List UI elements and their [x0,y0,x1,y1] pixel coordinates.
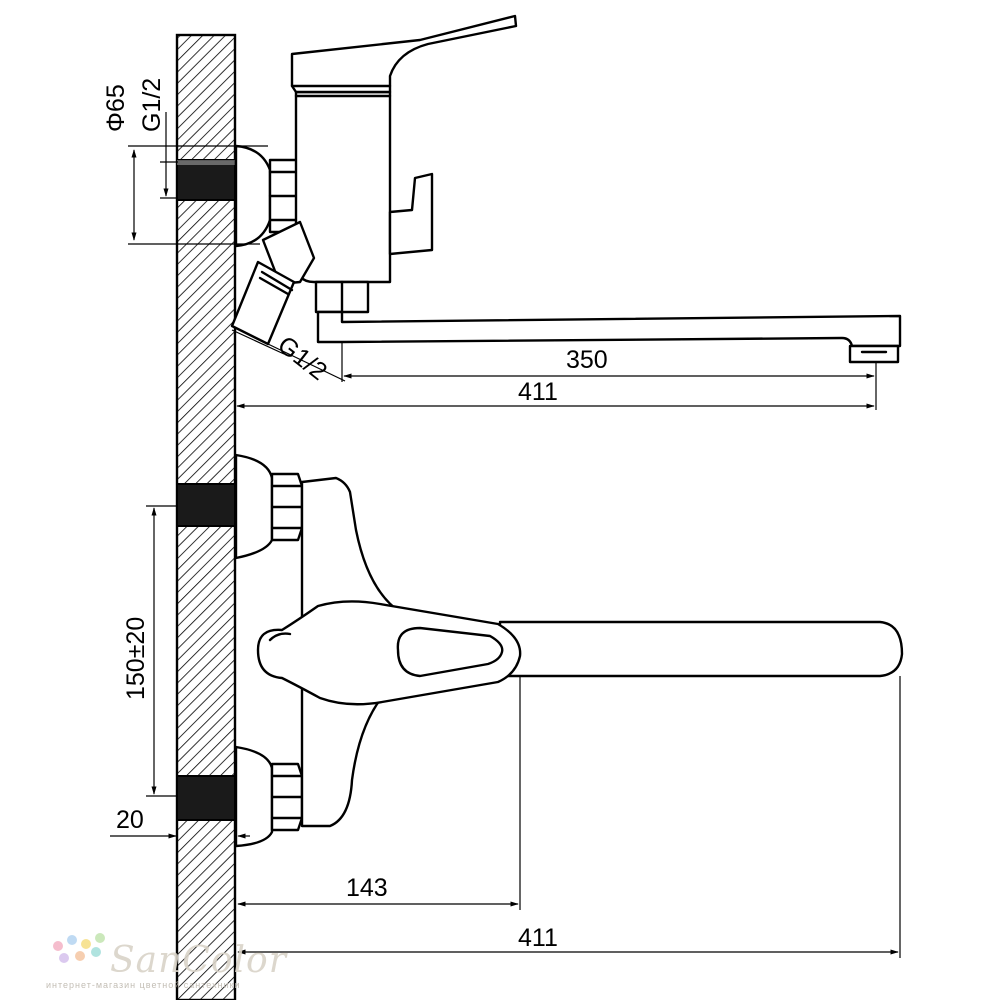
watermark-dot [67,935,77,945]
dim-depth-20: 20 [116,806,144,834]
watermark-dot [59,953,69,963]
watermark-subtitle: интернет-магазин цветной сантехники [46,980,241,990]
watermark: SanColor интернет-магазин цветной сантех… [46,933,288,990]
faucet-side-view [230,14,902,364]
watermark-dots [53,933,105,963]
dim-handle-143: 143 [346,874,388,902]
wall-inlet-upper [176,483,236,527]
dim-reach-411-top: 411 [518,378,558,406]
faucet-front-view [234,453,904,848]
dim-centers-150: 150±20 [122,617,150,700]
dim-thread-top: G1/2 [138,78,166,132]
dim-reach-411-bottom: 411 [518,924,558,952]
dim-diameter-65: Φ65 [102,84,130,132]
wall-inlet-lower [176,775,236,821]
dim-spout-350: 350 [566,346,608,374]
dimension-lines [110,112,901,958]
watermark-dot [95,933,105,943]
watermark-dot [53,941,63,951]
watermark-brand: SanColor [110,940,288,981]
watermark-dot [81,939,91,949]
wall-inlet-top [176,159,236,201]
watermark-dot [91,947,101,957]
wall-section [175,33,237,1000]
watermark-dot [75,951,85,961]
